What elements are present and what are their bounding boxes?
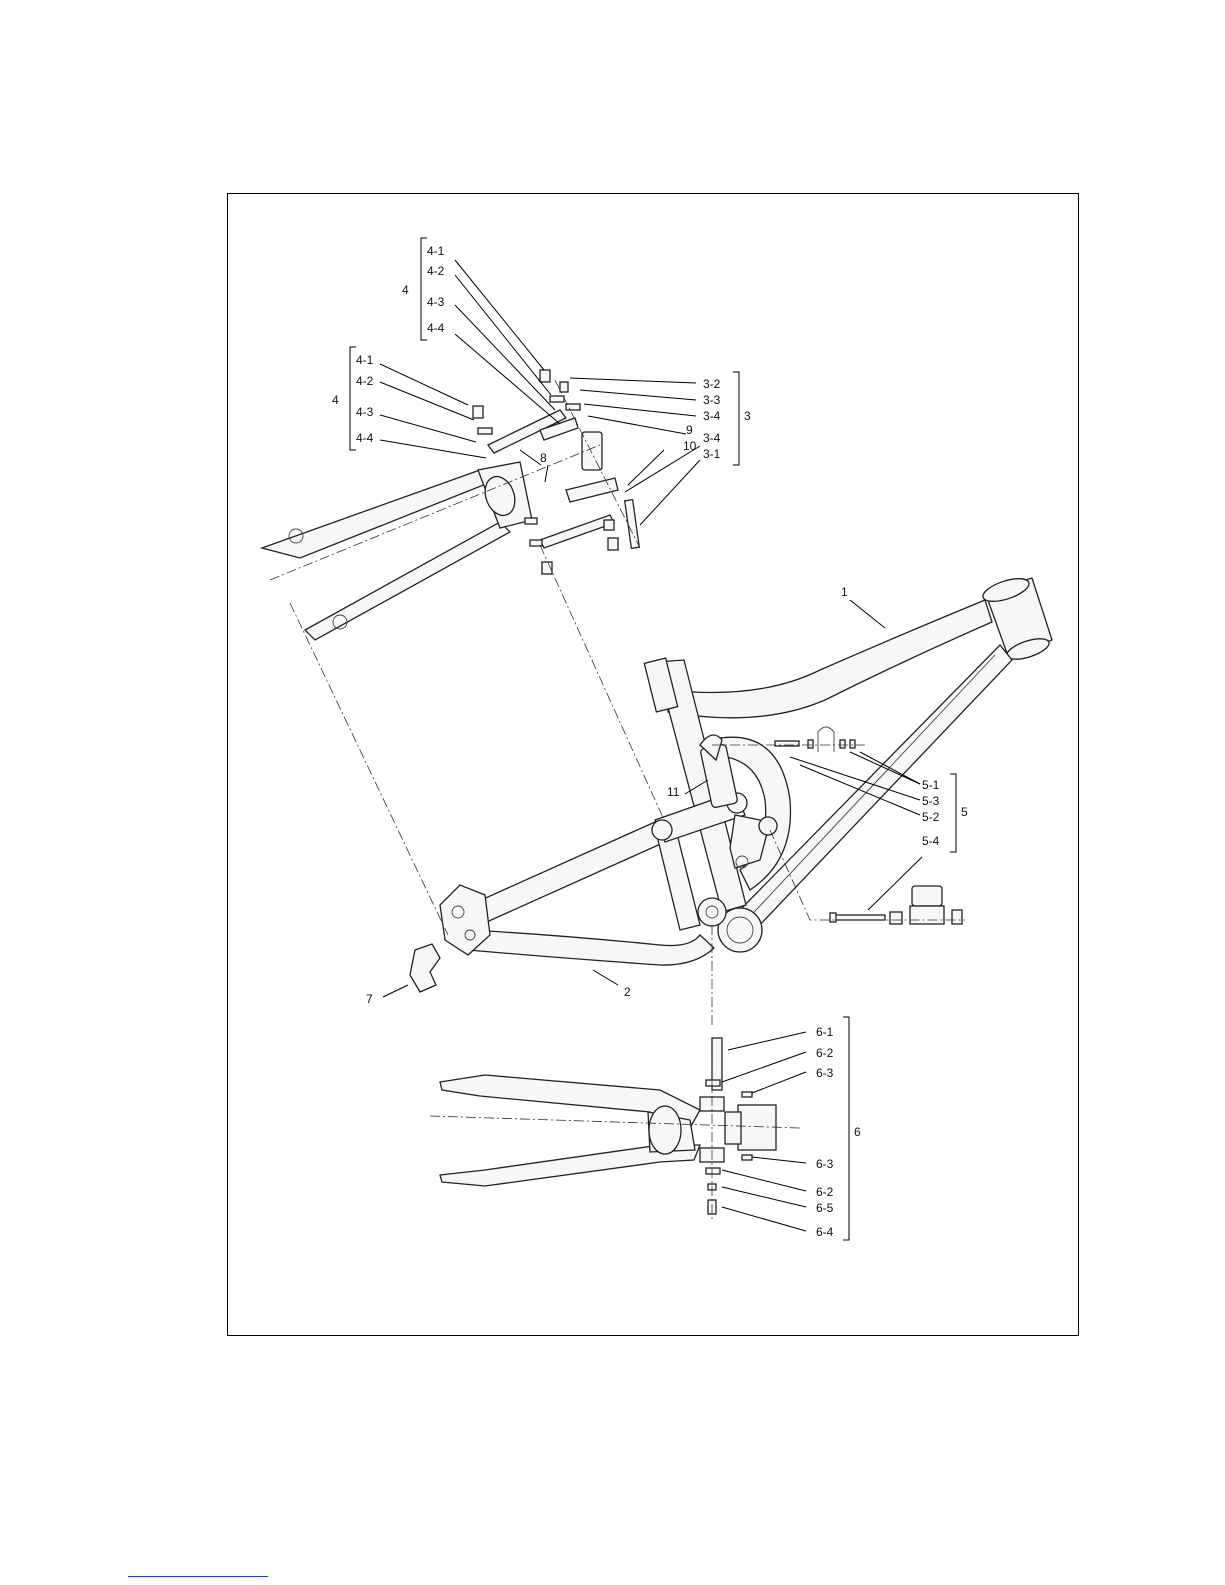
swing-arm (440, 822, 726, 965)
callout-6-4: 6-4 (816, 1225, 834, 1239)
callout-3-2: 3-2 (703, 377, 721, 391)
callout-4-4-upper: 4-4 (427, 321, 445, 335)
callout-11: 11 (667, 785, 680, 799)
derailleur-hanger (410, 944, 440, 992)
callout-4-1-lower: 4-1 (356, 353, 374, 367)
callout-6-2-lower: 6-2 (816, 1185, 834, 1199)
callout-2: 2 (624, 985, 631, 999)
callout-6-5: 6-5 (816, 1201, 834, 1215)
group-label-4-lower: 4 (332, 393, 339, 407)
callout-6-2-upper: 6-2 (816, 1046, 834, 1060)
upper-seat-stay (262, 462, 532, 640)
callout-9: 9 (686, 423, 693, 437)
callout-4-2-upper: 4-2 (427, 264, 445, 278)
callout-3-1: 3-1 (703, 447, 721, 461)
callout-5-1: 5-1 (922, 778, 940, 792)
callout-7: 7 (366, 992, 373, 1006)
callout-6-3-upper: 6-3 (816, 1066, 834, 1080)
callout-6-1: 6-1 (816, 1025, 834, 1039)
callout-4-3-lower: 4-3 (356, 405, 374, 419)
group-label-3: 3 (744, 409, 751, 423)
footer-rule (128, 1576, 268, 1577)
callout-4-4-lower: 4-4 (356, 431, 374, 445)
callout-6-3-lower: 6-3 (816, 1157, 834, 1171)
callout-4-1-upper: 4-1 (427, 244, 445, 258)
callout-5-4: 5-4 (922, 834, 940, 848)
group-label-4-upper: 4 (402, 283, 409, 297)
callout-10: 10 (683, 439, 697, 453)
group-label-5: 5 (961, 805, 968, 819)
group-label-6: 6 (854, 1125, 861, 1139)
callout-5-2: 5-2 (922, 810, 940, 824)
callout-3-4-lower: 3-4 (703, 431, 721, 445)
callout-5-3: 5-3 (922, 794, 940, 808)
callout-3-3: 3-3 (703, 393, 721, 407)
callout-1: 1 (841, 585, 848, 599)
callout-4-3-upper: 4-3 (427, 295, 445, 309)
callout-4-2-lower: 4-2 (356, 374, 374, 388)
callout-3-4-upper: 3-4 (703, 409, 721, 423)
callout-8: 8 (540, 451, 547, 465)
